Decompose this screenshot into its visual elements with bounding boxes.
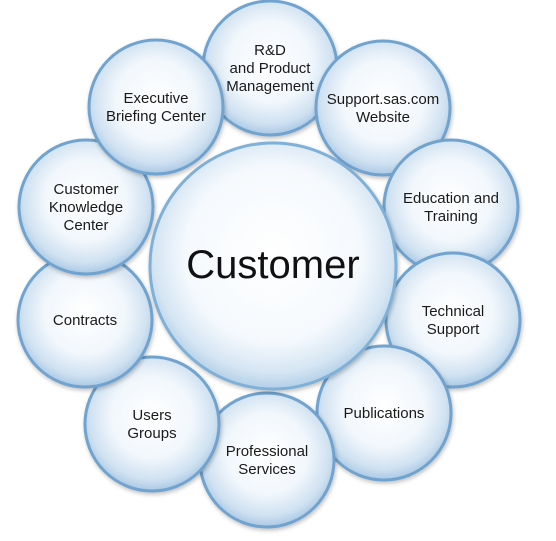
- bubble-label-line: Technical: [422, 303, 485, 320]
- center-circle: [148, 141, 398, 391]
- bubble-label-line: Professional: [226, 443, 309, 460]
- bubble-label-line: Executive: [123, 90, 188, 107]
- bubble-publications: Publications: [315, 344, 453, 482]
- bubble-label-line: R&D: [254, 42, 286, 59]
- bubble-label-line: Publications: [344, 405, 425, 422]
- bubble-circle: [315, 344, 453, 482]
- bubble-label-line: Support: [427, 321, 480, 338]
- bubble-label-line: Services: [238, 461, 296, 478]
- bubble-circle: [314, 39, 452, 177]
- bubble-circle: [17, 138, 155, 276]
- bubble-label-line: Knowledge: [49, 199, 123, 216]
- bubble-label-line: Contracts: [53, 312, 117, 329]
- bubble-label-line: Briefing Center: [106, 108, 206, 125]
- bubble-label-line: Groups: [127, 425, 176, 442]
- bubble-label-line: Center: [63, 217, 108, 234]
- bubble-label-line: Management: [226, 78, 314, 95]
- center-label: Customer: [186, 243, 359, 287]
- bubble-label-line: Education and: [403, 190, 499, 207]
- bubble-label-line: Users: [132, 407, 171, 424]
- bubble-circle: [83, 355, 221, 493]
- bubble-circle: [384, 251, 522, 389]
- bubble-label-line: Support.sas.com: [327, 91, 440, 108]
- bubble-label-line: Website: [356, 109, 410, 126]
- center-bubble: Customer: [148, 141, 398, 391]
- bubble-circle: [87, 38, 225, 176]
- bubble-label-line: Training: [424, 208, 478, 225]
- bubble-circle: [198, 391, 336, 529]
- bubble-label-line: Customer: [53, 181, 118, 198]
- bubble-label-line: and Product: [230, 60, 312, 77]
